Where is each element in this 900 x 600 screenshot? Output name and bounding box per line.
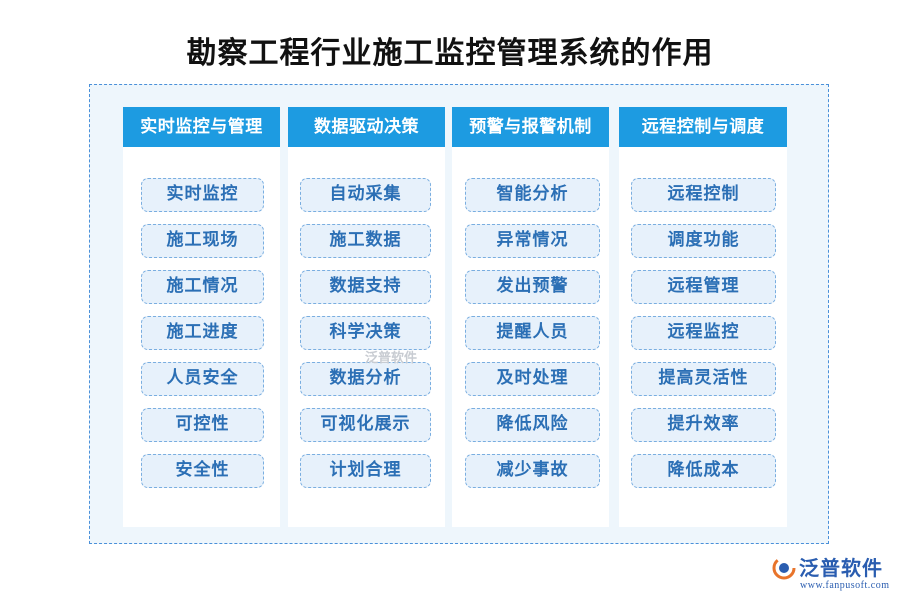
column-item: 远程控制 [631,178,776,212]
column-item: 提醒人员 [465,316,600,350]
column-item: 远程管理 [631,270,776,304]
logo-url: www.fanpusoft.com [800,580,890,591]
column-item: 安全性 [141,454,264,488]
column-item: 科学决策 [300,316,431,350]
column-item: 智能分析 [465,178,600,212]
column-realtime-monitoring: 实时监控与管理 实时监控 施工现场 施工情况 施工进度 人员安全 可控性 安全性 [123,107,280,527]
column-item: 人员安全 [141,362,264,396]
column-item: 施工进度 [141,316,264,350]
column-data-driven-decision: 数据驱动决策 自动采集 施工数据 数据支持 科学决策 数据分析 可视化展示 计划… [288,107,445,527]
column-item: 施工情况 [141,270,264,304]
column-item: 自动采集 [300,178,431,212]
column-header: 数据驱动决策 [288,107,445,147]
column-header: 远程控制与调度 [619,107,787,147]
column-header: 实时监控与管理 [123,107,280,147]
column-item: 异常情况 [465,224,600,258]
column-item: 降低风险 [465,408,600,442]
column-item: 远程监控 [631,316,776,350]
column-item: 提升效率 [631,408,776,442]
column-item: 数据支持 [300,270,431,304]
column-item: 及时处理 [465,362,600,396]
watermark: 泛普软件 [365,351,418,366]
column-item: 可控性 [141,408,264,442]
column-remote-control: 远程控制与调度 远程控制 调度功能 远程管理 远程监控 提高灵活性 提升效率 降… [619,107,787,527]
column-header: 预警与报警机制 [452,107,609,147]
column-item: 可视化展示 [300,408,431,442]
column-item: 施工现场 [141,224,264,258]
brand-logo: 泛普软件 www.fanpusoft.com [772,552,897,597]
logo-name: 泛普软件 [799,556,883,580]
column-item: 提高灵活性 [631,362,776,396]
column-item: 计划合理 [300,454,431,488]
page-title: 勘察工程行业施工监控管理系统的作用 [186,36,714,71]
column-item: 发出预警 [465,270,600,304]
column-warning-alarm: 预警与报警机制 智能分析 异常情况 发出预警 提醒人员 及时处理 降低风险 减少… [452,107,609,527]
column-item: 降低成本 [631,454,776,488]
column-item: 数据分析 [300,362,431,396]
column-item: 施工数据 [300,224,431,258]
column-item: 减少事故 [465,454,600,488]
column-item: 调度功能 [631,224,776,258]
column-item: 实时监控 [141,178,264,212]
logo-swirl-icon [772,556,796,584]
